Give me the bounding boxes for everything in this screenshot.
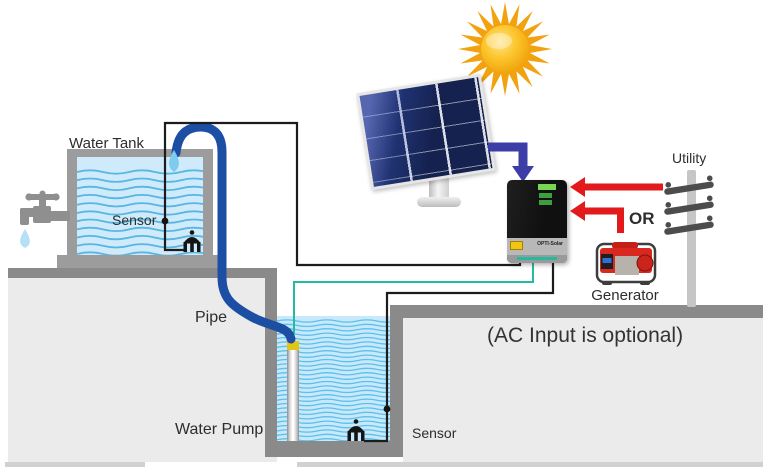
well-sensor-dot <box>383 405 391 413</box>
water-pump-cap <box>287 341 299 350</box>
dc-arrow <box>488 142 528 166</box>
ground-shadow <box>297 462 763 467</box>
tank-water <box>77 157 203 255</box>
tank-sensor-dot <box>161 217 169 225</box>
ac-arrow-utility <box>570 177 663 197</box>
water-drop-icon <box>20 229 30 248</box>
water-pump-label: Water Pump <box>175 421 264 438</box>
tank-sensor-wire <box>163 121 522 267</box>
water-pump-icon <box>287 350 299 441</box>
ground-right-top <box>390 305 763 318</box>
utility-pole-icon <box>664 170 714 307</box>
ground-left-top <box>8 268 277 278</box>
ground-shadow <box>5 462 145 467</box>
panel-pedestal-base <box>417 197 461 207</box>
tank-rim <box>67 149 213 157</box>
warning-label <box>510 241 523 250</box>
inverter-icon: OPTI-Solar <box>507 180 567 263</box>
generator-label: Generator <box>591 287 659 304</box>
dc-arrow-head <box>512 166 534 182</box>
inverter-display <box>539 193 552 198</box>
water-tank-label: Water Tank <box>69 135 145 152</box>
utility-label: Utility <box>672 150 707 166</box>
well-sensor-wire <box>364 258 555 443</box>
faucet-icon <box>20 190 70 225</box>
tank-water-waves <box>77 169 203 255</box>
inverter-display <box>539 200 552 205</box>
inverter-lower-panel: OPTI-Solar <box>507 238 567 255</box>
float-switch-icon <box>347 419 365 441</box>
generator-icon <box>595 242 657 285</box>
pump-cable <box>293 258 534 334</box>
ac-input-note: (AC Input is optional) <box>487 324 684 347</box>
ac-arrow-generator <box>570 201 624 233</box>
float-switch-icon <box>183 230 201 252</box>
sun-icon <box>458 2 552 96</box>
well-bottom <box>265 441 403 457</box>
or-label: OR <box>629 209 655 228</box>
tank-right-wall <box>203 149 213 255</box>
water-pipe <box>171 122 296 344</box>
inverter-screen <box>538 184 556 190</box>
water-drop-icon <box>169 150 179 172</box>
well-left-wall <box>265 268 277 455</box>
tank-base <box>57 255 223 268</box>
terminal-teal-strip <box>517 257 557 260</box>
tank-left-wall <box>67 149 77 255</box>
well-right-wall <box>390 305 403 457</box>
well-sensor-label: Sensor <box>412 425 457 441</box>
inverter-terminal-strip <box>507 255 567 263</box>
pipe-label: Pipe <box>195 309 228 326</box>
inverter-brand: OPTI-Solar <box>537 241 563 247</box>
ground-right-fill <box>403 318 763 462</box>
tank-sensor-label: Sensor <box>112 212 157 228</box>
